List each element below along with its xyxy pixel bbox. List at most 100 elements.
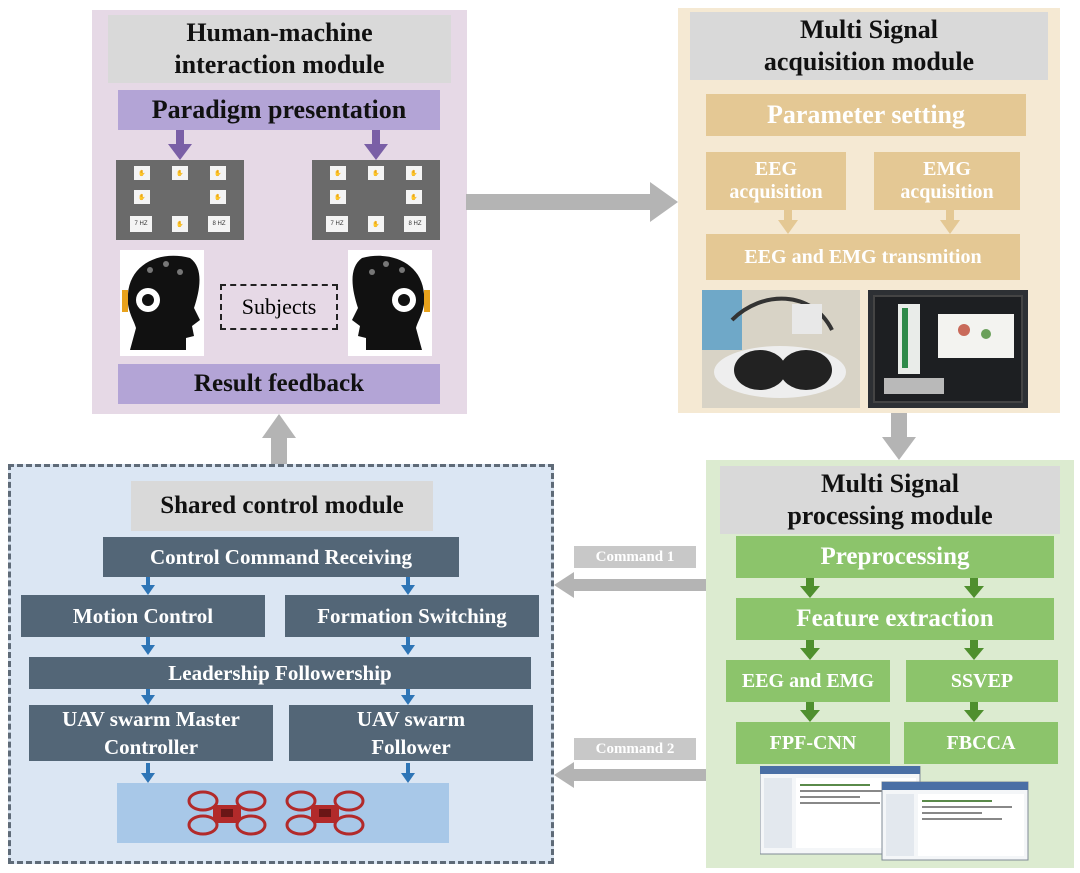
control-command-label: Control Command Receiving	[149, 544, 413, 569]
formation-switching-label: Formation Switching	[317, 603, 507, 628]
follower-line2: Follower	[371, 735, 451, 759]
proc-title-line1: Multi Signal	[821, 469, 959, 498]
hand-gesture-icon: ✋	[134, 166, 150, 180]
fbcca-box: FBCCA	[904, 722, 1058, 764]
emg-device-image	[868, 290, 1028, 408]
subject-head-left	[120, 250, 204, 356]
uav-master-controller-box: UAV swarm Master Controller	[29, 705, 273, 761]
ssvep-label: SSVEP	[950, 669, 1014, 692]
proc-title-line2: processing module	[787, 501, 993, 530]
hand-gesture-icon: ✋	[406, 190, 422, 204]
motion-control-box: Motion Control	[21, 595, 265, 637]
motion-control-label: Motion Control	[72, 603, 214, 628]
eeg-cap-photo	[702, 290, 860, 408]
ssvep-box: SSVEP	[906, 660, 1058, 702]
paradigm-arrow-left	[168, 130, 192, 160]
eeg-acq-line2: acquisition	[729, 181, 823, 203]
preprocessing-box: Preprocessing	[736, 536, 1054, 578]
receive-arrow-left	[141, 577, 155, 595]
result-feedback-label: Result feedback	[193, 370, 365, 397]
eeg-down-arrow	[778, 210, 798, 234]
feature-arrow-left	[800, 640, 820, 660]
master-arrow	[141, 763, 155, 783]
receive-arrow-right	[401, 577, 415, 595]
stimulus-screen-right: ✋ ✋ ✋ ✋ ✋ 7 HZ ✋ 8 HZ	[312, 160, 440, 240]
paradigm-arrow-right	[364, 130, 388, 160]
preprocessing-label: Preprocessing	[820, 543, 970, 570]
acq-title: Multi Signal acquisition module	[690, 12, 1048, 80]
frequency-label: 8 HZ	[208, 216, 230, 232]
processing-module: Multi Signal processing module Preproces…	[706, 460, 1074, 868]
emg-device-photo	[868, 290, 1028, 408]
leadership-followership-box: Leadership Followership	[29, 657, 531, 689]
preproc-arrow-right	[964, 578, 984, 598]
emg-down-arrow	[940, 210, 960, 234]
paradigm-presentation-box: Paradigm presentation	[118, 90, 440, 130]
follower-arrow	[401, 763, 415, 783]
formation-arrow	[401, 637, 415, 655]
preproc-arrow-left	[800, 578, 820, 598]
hmi-title-text: Human-machine interaction module	[174, 18, 385, 79]
frequency-label: 7 HZ	[326, 216, 348, 232]
uav-follower-box: UAV swarm Follower	[289, 705, 533, 761]
hand-gesture-icon: ✋	[406, 166, 422, 180]
shared-control-module: Shared control module Control Command Re…	[8, 464, 554, 864]
parameter-setting-label: Parameter setting	[766, 100, 966, 129]
shared-title-text: Shared control module	[160, 492, 404, 519]
command2-arrow	[554, 762, 706, 788]
acq-title-line2: acquisition module	[763, 47, 975, 76]
fbcca-label: FBCCA	[946, 731, 1016, 754]
stimulus-screen-left: ✋ ✋ ✋ ✋ ✋ 7 HZ ✋ 8 HZ	[116, 160, 244, 240]
transmission-label: EEG and EMG transmition	[744, 245, 982, 268]
eeg-emg-box: EEG and EMG	[726, 660, 890, 702]
hand-gesture-icon: ✋	[330, 190, 346, 204]
shared-to-hmi-arrow	[262, 414, 296, 464]
result-feedback-box: Result feedback	[118, 364, 440, 404]
acquisition-module: Multi Signal acquisition module Paramete…	[678, 8, 1060, 413]
command1-label: Command 1	[595, 548, 675, 565]
hand-gesture-icon: ✋	[368, 166, 384, 180]
fpf-cnn-label: FPF-CNN	[769, 731, 857, 754]
drone-icon	[285, 790, 365, 836]
proc-title: Multi Signal processing module	[720, 466, 1060, 534]
transmission-box: EEG and EMG transmition	[706, 234, 1020, 280]
leader-arrow-right	[401, 689, 415, 705]
subject-head-right	[348, 250, 432, 356]
command1-label-box: Command 1	[574, 546, 696, 568]
formation-switching-box: Formation Switching	[285, 595, 539, 637]
command2-label-box: Command 2	[574, 738, 696, 760]
command1-arrow	[554, 572, 706, 598]
hand-gesture-icon: ✋	[134, 190, 150, 204]
subjects-box: Subjects	[220, 284, 338, 330]
emg-acq-line2: acquisition	[900, 181, 994, 203]
master-line2: Controller	[103, 735, 199, 759]
feature-extraction-label: Feature extraction	[796, 605, 994, 632]
hand-gesture-icon: ✋	[172, 166, 188, 180]
leadership-label: Leadership Followership	[168, 660, 392, 685]
acq-title-line1: Multi Signal	[800, 15, 938, 44]
hmi-to-acq-arrow	[466, 182, 678, 222]
command2-label: Command 2	[595, 740, 675, 757]
control-command-receiving-box: Control Command Receiving	[103, 537, 459, 577]
hmi-title: Human-machine interaction module	[108, 15, 451, 83]
eeg-acquisition-box: EEG acquisition	[706, 152, 846, 210]
uav-display-bar	[117, 783, 449, 843]
feature-arrow-right	[964, 640, 984, 660]
eeg-head-icon	[122, 255, 200, 350]
hand-gesture-icon: ✋	[172, 216, 188, 232]
master-line1: UAV swarm Master	[62, 707, 240, 731]
eeg-head-icon	[352, 255, 430, 350]
hand-gesture-icon: ✋	[368, 216, 384, 232]
software-screenshot	[760, 766, 1029, 861]
eeg-acq-line1: EEG	[754, 158, 798, 180]
frequency-label: 8 HZ	[404, 216, 426, 232]
hand-gesture-icon: ✋	[330, 166, 346, 180]
hand-gesture-icon: ✋	[210, 190, 226, 204]
eeg-cap-image	[702, 290, 860, 408]
emg-acq-line1: EMG	[923, 158, 971, 180]
feature-extraction-box: Feature extraction	[736, 598, 1054, 640]
drone-icon	[187, 790, 267, 836]
leader-arrow-left	[141, 689, 155, 705]
fpf-cnn-box: FPF-CNN	[736, 722, 890, 764]
parameter-setting-box: Parameter setting	[706, 94, 1026, 136]
